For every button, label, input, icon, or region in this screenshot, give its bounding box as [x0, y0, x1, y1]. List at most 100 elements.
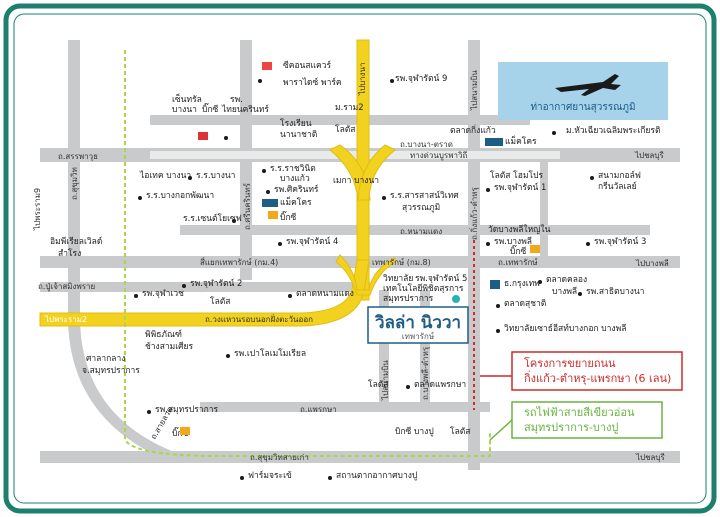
road-label-phraek-sa: ถ.แพรกษา [300, 405, 337, 414]
poi-huachiew: ม.หัวเฉียวเฉลิมพระเกียรติ [566, 125, 661, 136]
poi-itech: ไอเทค บางนา [139, 170, 191, 181]
road-label-thepharak: ถ.เทพารักษ์ [498, 257, 538, 267]
poi-golf2: กรีนวัลเลย์ [598, 181, 637, 192]
poi-market-klong2: บางพลี [552, 286, 577, 297]
makro-badge-icon [485, 138, 503, 146]
road-local-2 [379, 290, 389, 405]
poi-chularat2: รพ.จุฬารัตน์ 2 [190, 278, 242, 289]
poi-dot [586, 242, 590, 246]
poi-dot [182, 284, 186, 288]
airport-label: ท่าอากาศยานสุวรรณภูมิ [530, 102, 635, 113]
poi-dot [328, 476, 332, 480]
poi-chularat3: รพ.จุฬารัตน์ 3 [594, 236, 646, 247]
poi-wat-bang-phli: วัดบางพลีใหญ่ใน [488, 224, 551, 235]
poi-makro-2: แม็คโคร [280, 196, 312, 208]
poi-king-kaew-market: ตลาดกิ่งแก้ว [450, 124, 496, 136]
poi-museum: พิพิธภัณฑ์ [145, 329, 182, 340]
poi-makro-1: แม็คโคร [505, 135, 537, 147]
poi-paradise-park: พาราไดซ์ พาร์ค [283, 77, 342, 88]
poi-golf: สนามกอล์ฟ [598, 170, 641, 181]
road-label-nong-ngu-hao: ถ.หนามแดง [400, 227, 442, 236]
poi-market-suchart: ตลาดสุชาติ [504, 299, 546, 309]
road-label-to-chonburi-top: ไปชลบุรี [634, 151, 665, 160]
poi-rama2: ม.ราม2 [335, 103, 364, 113]
road-label-outer-ring: ถ.วงแหวนรอบนอกฝั่งตะวันออก [205, 313, 313, 324]
poi-dot [486, 242, 490, 246]
poi-school-bang-na: ร.ร.บางนา [196, 171, 235, 181]
poi-dot [258, 79, 262, 83]
poi-imperial2: สำโรง [58, 248, 81, 259]
poi-chularat4: รพ.จุฬารัตน์ 4 [286, 236, 338, 247]
poi-dot [134, 294, 138, 298]
bts-light-green-line [124, 50, 491, 457]
poi-paolo: รพ.เปาโลเมโมเรียล [234, 348, 306, 359]
road-label-king-kaew: ถ.กิ่งแก้ว-ตำหรุ [468, 187, 479, 240]
bigc-badge-icon [180, 427, 190, 435]
poi-dot [240, 476, 244, 480]
project-logo-sub: เทพารักษ์ [402, 331, 434, 341]
road-phraek-sa [200, 402, 490, 412]
airport-box [498, 62, 668, 120]
poi-science-college: วิทยาลัยเซาธ์อีสท์บางกอก บางพลี [504, 323, 627, 334]
road-upper [150, 115, 530, 125]
poi-bigc-1: บิ๊กซี [202, 102, 219, 115]
poi-thai-nakarin: รพ. [230, 95, 243, 105]
bigc-badge-icon [268, 211, 278, 219]
road-nong-ngu-hao [180, 225, 650, 235]
poi-school: โรงเรียน [280, 118, 312, 129]
road-label-to-rama9: ไปพระราม9 [33, 188, 42, 231]
outer-ring-expressway [39, 39, 396, 327]
poi-lotus-homepro: โลตัส โฮมโปร [490, 170, 544, 181]
road-label-bang-phli-tamru: ถ.บางพลี-ตำหรุ [421, 346, 430, 400]
road-sukhumvit-old [40, 451, 680, 463]
poi-market-phraeksa: ตลาดแพรกษา [414, 380, 466, 390]
poi-chularat9: รพ.จุฬารัตน์ 9 [395, 73, 447, 84]
poi-sikarin: รพ.ศิครินทร์ [274, 184, 319, 195]
poi-hosp-samutprakan: รพ.สมุทรปราการ [155, 405, 218, 415]
poi-central2: บางนา [172, 105, 197, 115]
road-label-sanphawut: ถ.สรรพาวุธ [58, 152, 98, 161]
poi-chularat1: รพ.จุฬารัตน์ 1 [494, 182, 546, 193]
road-label-to-bang-na: ไปบางนา [358, 62, 367, 96]
yellow-road-interchange [335, 254, 396, 296]
poi-lotus-3: โลตัส [368, 379, 389, 390]
bts-note-sub: สมุทรปราการ-บางปู [524, 421, 618, 434]
road-pu-chao [40, 282, 370, 292]
poi-city-hall: ศาลากลาง [86, 354, 125, 364]
poi-imperial: อิมพีเรียลเวิลด์ [50, 236, 102, 247]
poi-lotus-1: โลตัส [335, 124, 356, 135]
poi-chularat5: รพ.จุฬารัตน์ 5 [415, 273, 467, 284]
poi-dot [390, 79, 394, 83]
poi-dot [288, 294, 292, 298]
poi-bangpu-resort: สถานตากอากาศบางปู [336, 471, 417, 481]
poi-dot [147, 410, 151, 414]
poi-dot [496, 304, 500, 308]
bts-note [511, 401, 663, 439]
poi-dot [590, 176, 594, 180]
road-label-local: ไปสนามบิน [381, 360, 390, 401]
road-label-to-airport: ไปสนามบิน [470, 70, 479, 111]
road-label-sukhumvit-old: ถ.สุขุมวิทสายเก่า [250, 453, 309, 462]
poi-dot [406, 385, 410, 389]
poi-sarasas: ร.ร.สารสาสน์วิเทศ [390, 190, 459, 201]
road-local-3 [540, 160, 548, 260]
poi-dot [224, 136, 228, 140]
poi-dot [232, 219, 236, 223]
road-label-bang-na-trat: ถ.บางนา-ตราด [400, 140, 453, 149]
yellow-road-branch2 [357, 144, 396, 201]
project-logo-box[interactable] [367, 306, 469, 344]
brand-badges [180, 62, 540, 435]
poi-mega-bangna: เมกา บางนา [333, 176, 379, 186]
poi-dot [138, 196, 142, 200]
road-sukhumvit-north [68, 40, 80, 270]
poi-market-nongbon: ตลาดหนามแดง [296, 289, 354, 299]
bigc-badge-icon [530, 245, 540, 253]
yellow-road-west [39, 259, 370, 327]
poi-crocodile-farm: ฟาร์มจระเข้ [248, 470, 292, 481]
road-expansion-note [511, 351, 683, 391]
poi-market-klong: ตลาดคลอง [546, 275, 587, 285]
poi-sarithon: รพ.สาธิตบางนา [586, 287, 644, 297]
bts-note-title: รถไฟฟ้าสายสีเขียวอ่อน [524, 406, 635, 419]
poi-dot [552, 131, 556, 135]
